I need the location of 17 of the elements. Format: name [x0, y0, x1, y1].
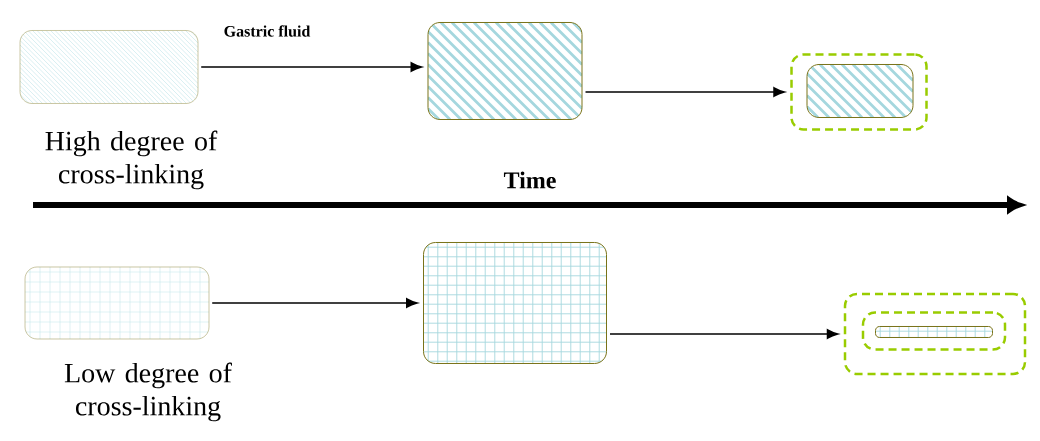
edge-label: Gastric fluid — [224, 25, 311, 37]
gel-particle — [875, 326, 993, 338]
gel-particle — [24, 266, 210, 340]
arrow — [211, 298, 418, 308]
container-outline — [790, 53, 928, 131]
caption-text: Low degree of cross-linking — [64, 362, 232, 422]
container-outline — [861, 311, 1007, 351]
gel-particle — [806, 64, 914, 118]
arrow — [200, 62, 423, 72]
axis-label: Time — [503, 171, 556, 189]
arrow — [609, 329, 839, 339]
gel-particle — [19, 30, 199, 104]
gel-particle — [427, 22, 583, 120]
arrow — [584, 87, 785, 97]
caption-text: High degree of cross-linking — [45, 130, 218, 190]
gel-particle — [423, 242, 607, 364]
container-outline — [843, 292, 1027, 376]
